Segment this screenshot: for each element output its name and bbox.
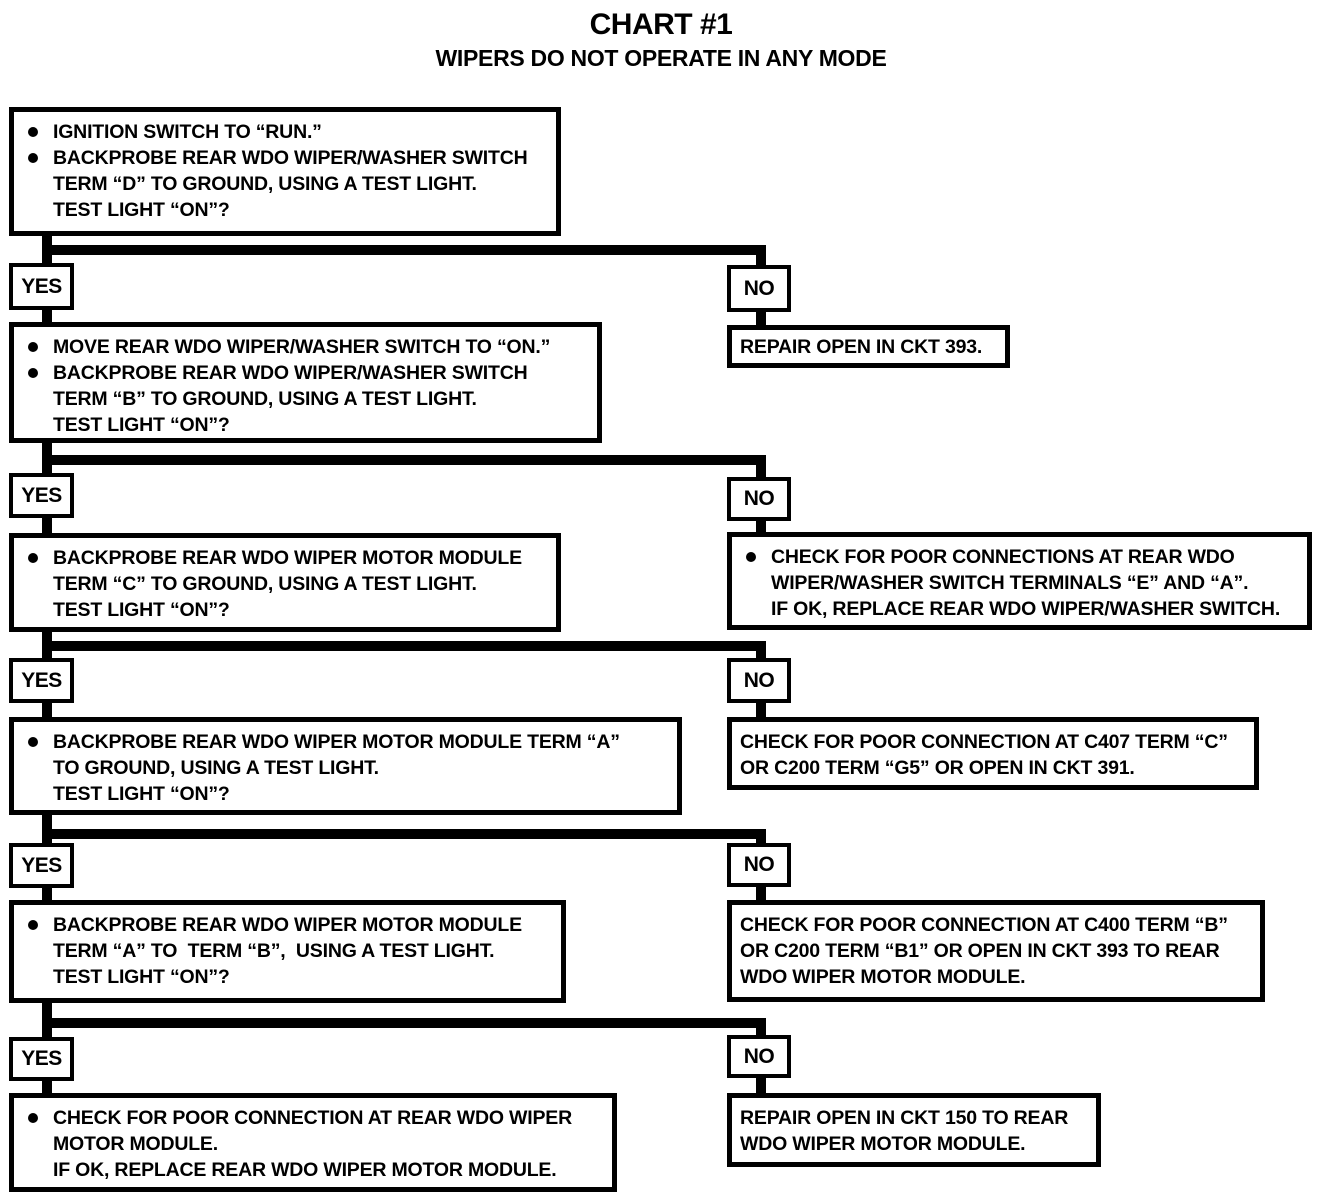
no-label-2: NO [727,477,791,521]
result-no-2-box: CHECK FOR POOR CONNECTIONS AT REAR WDO W… [727,532,1312,630]
bullet-item: CHECK FOR POOR CONNECTIONS AT REAR WDO W… [746,544,1301,622]
bullet-item: BACKPROBE REAR WDO WIPER MOTOR MODULE TE… [28,729,671,807]
connector-no5-down [756,1076,766,1095]
no-label-4: NO [727,843,791,887]
result-no-5-box: REPAIR OPEN IN CKT 150 TO REAR WDO WIPER… [727,1093,1101,1167]
connector-bar2-no [756,455,766,479]
connector-yes5-down [42,1079,52,1095]
connector-yes1-down [42,308,52,324]
connector-bar1-no [756,245,766,267]
branch-bar-2 [42,455,766,465]
bullet-icon [28,737,38,747]
connector-no4-down [756,885,766,902]
result-no-1-box: REPAIR OPEN IN CKT 393. [727,325,1010,368]
branch-bar-4 [42,829,766,839]
no-label-3: NO [727,658,791,703]
step-3-question-box: BACKPROBE REAR WDO WIPER MOTOR MODULE TE… [9,533,561,632]
chart-header: CHART #1 WIPERS DO NOT OPERATE IN ANY MO… [0,8,1322,72]
connector-yes3-down [42,701,52,719]
bullet-icon [28,342,38,352]
connector-no1-down [756,310,766,327]
branch-bar-1 [42,245,766,255]
yes-label-4: YES [9,843,74,888]
connector-yes2-down [42,516,52,535]
bullet-text: CHECK FOR POOR CONNECTION AT REAR WDO WI… [53,1107,572,1181]
bullet-text: MOVE REAR WDO WIPER/WASHER SWITCH TO “ON… [53,336,551,358]
bullet-text: CHECK FOR POOR CONNECTIONS AT REAR WDO W… [771,546,1281,620]
bullet-item: BACKPROBE REAR WDO WIPER/WASHER SWITCH T… [28,360,591,438]
bullet-item: CHECK FOR POOR CONNECTION AT REAR WDO WI… [28,1105,606,1183]
no-label-5: NO [727,1035,791,1078]
result-no-4-box: CHECK FOR POOR CONNECTION AT C400 TERM “… [727,900,1265,1002]
yes-label-5: YES [9,1037,74,1081]
bullet-text: BACKPROBE REAR WDO WIPER MOTOR MODULE TE… [53,731,620,805]
result-yes-final-box: CHECK FOR POOR CONNECTION AT REAR WDO WI… [9,1093,617,1192]
bullet-text: BACKPROBE REAR WDO WIPER/WASHER SWITCH T… [53,147,528,221]
bullet-text: BACKPROBE REAR WDO WIPER MOTOR MODULE TE… [53,914,522,988]
connector-bar5-no [756,1018,766,1037]
yes-label-2: YES [9,473,74,518]
bullet-text: BACKPROBE REAR WDO WIPER/WASHER SWITCH T… [53,362,528,436]
bullet-text: IGNITION SWITCH TO “RUN.” [53,121,322,143]
no-label-1: NO [727,265,791,312]
connector-no3-down [756,701,766,719]
bullet-item: IGNITION SWITCH TO “RUN.” [28,119,550,145]
yes-label-1: YES [9,263,74,310]
bullet-item: MOVE REAR WDO WIPER/WASHER SWITCH TO “ON… [28,334,591,360]
chart-title: CHART #1 [589,8,733,41]
branch-bar-5 [42,1018,766,1028]
result-text: CHECK FOR POOR CONNECTION AT C400 TERM “… [740,914,1228,988]
bullet-icon [28,127,38,137]
connector-no2-down [756,519,766,534]
result-text: CHECK FOR POOR CONNECTION AT C407 TERM “… [740,731,1228,779]
yes-label-3: YES [9,658,74,703]
branch-bar-3 [42,641,766,651]
step-1-question-box: IGNITION SWITCH TO “RUN.” BACKPROBE REAR… [9,107,561,236]
bullet-icon [28,920,38,930]
bullet-icon [746,552,756,562]
chart-subtitle: WIPERS DO NOT OPERATE IN ANY MODE [435,45,887,71]
result-text: REPAIR OPEN IN CKT 150 TO REAR WDO WIPER… [740,1107,1069,1155]
bullet-item: BACKPROBE REAR WDO WIPER MOTOR MODULE TE… [28,912,555,990]
connector-bar3-no [756,641,766,660]
bullet-text: BACKPROBE REAR WDO WIPER MOTOR MODULE TE… [53,547,522,621]
step-5-question-box: BACKPROBE REAR WDO WIPER MOTOR MODULE TE… [9,900,566,1003]
bullet-icon [28,153,38,163]
bullet-icon [28,368,38,378]
bullet-icon [28,553,38,563]
result-text: REPAIR OPEN IN CKT 393. [740,335,983,358]
step-4-question-box: BACKPROBE REAR WDO WIPER MOTOR MODULE TE… [9,717,682,815]
bullet-icon [28,1113,38,1123]
bullet-item: BACKPROBE REAR WDO WIPER/WASHER SWITCH T… [28,145,550,223]
bullet-item: BACKPROBE REAR WDO WIPER MOTOR MODULE TE… [28,545,550,623]
connector-yes4-down [42,886,52,902]
result-no-3-box: CHECK FOR POOR CONNECTION AT C407 TERM “… [727,717,1259,790]
step-2-question-box: MOVE REAR WDO WIPER/WASHER SWITCH TO “ON… [9,322,602,443]
connector-bar4-no [756,829,766,845]
